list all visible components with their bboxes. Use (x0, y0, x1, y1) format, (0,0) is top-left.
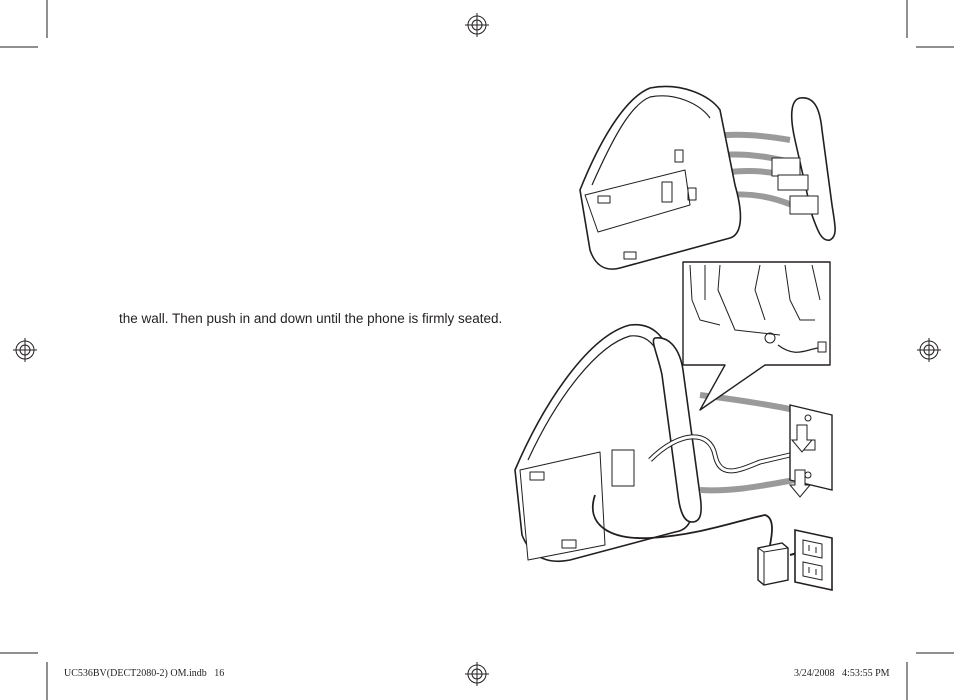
wall-outlet-icon (794, 529, 833, 591)
registration-mark-icon (13, 338, 37, 362)
phone-jack-icon (788, 404, 833, 498)
body-text: the wall. Then push in and down until th… (119, 311, 503, 326)
registration-mark-icon (465, 662, 489, 686)
wall-mount-illustration (579, 85, 836, 270)
registration-mark-icon (917, 338, 941, 362)
print-slug-filename: UC536BV(DECT2080-2) OM.indb 16 (64, 668, 225, 679)
registration-mark-icon (465, 13, 489, 37)
wall-mount-illustration (514, 261, 831, 562)
print-slug-datetime: 3/24/2008 4:53:55 PM (794, 668, 890, 679)
